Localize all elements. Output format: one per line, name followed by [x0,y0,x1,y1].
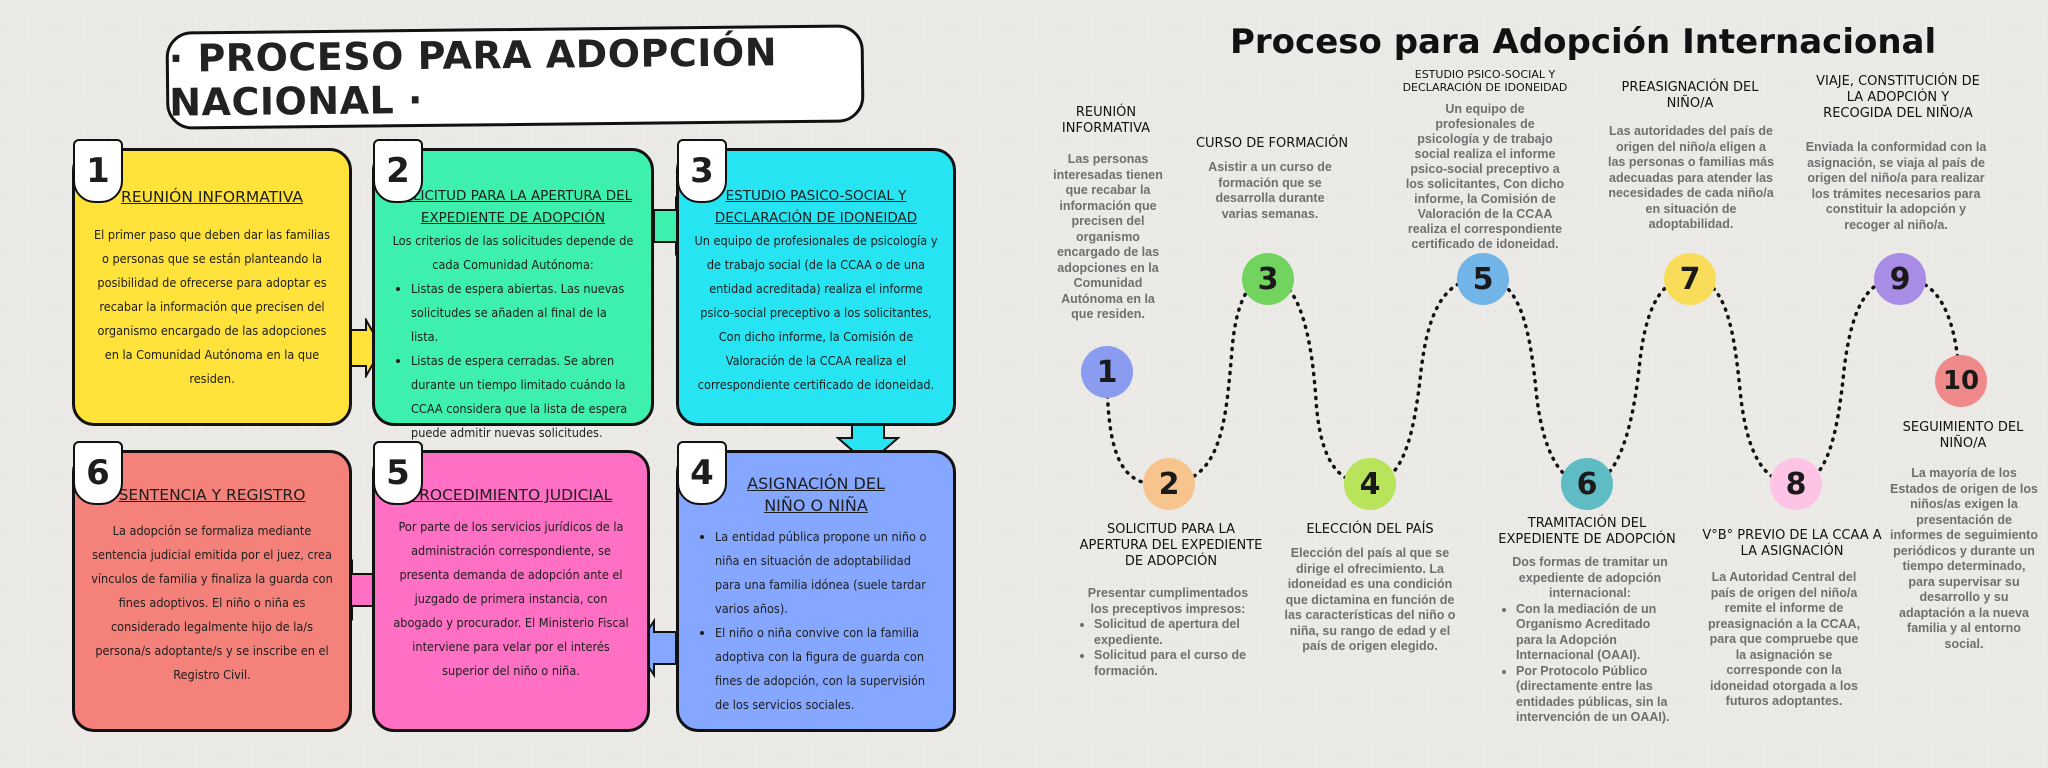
step-3-title: CURSO DE FORMACIÓN [1195,136,1349,151]
step-2-title: SOLICITUD PARA LA APERTURA DEL EXPEDIENT… [1079,522,1263,569]
step-number-badge: 1 [73,139,123,203]
step-5-text: Un equipo de profesionales de psicología… [1405,102,1565,251]
step-2-text: Presentar cumplimentados los preceptivos… [1078,586,1258,679]
card-bullets: Listas de espera abiertas. Las nuevas so… [389,277,637,445]
list-item: Solicitud para el curso de formación. [1094,648,1258,679]
step-1-title: REUNIÓN INFORMATIVA [1061,105,1151,136]
card-title: ESTUDIO PASICO-SOCIAL Y DECLARACIÓN DE I… [714,188,918,226]
national-card-6: 6 SENTENCIA Y REGISTRO La adopción se fo… [72,441,352,732]
international-title: Proceso para Adopción Internacional [1230,22,1937,62]
step-10-text: La mayoría de los Estados de origen de l… [1890,466,2038,651]
step-4-text: Elección del país al que se dirige el of… [1284,546,1456,653]
step-circle-4: 4 [1344,458,1396,510]
step-9-text: Enviada la conformidad con la asignación… [1805,140,1987,232]
card-text: Un equipo de profesionales de psicología… [694,233,938,392]
step-7-text: Las autoridades del país de origen del n… [1607,124,1775,231]
card-title: ASIGNACIÓN DEL NIÑO O NIÑA [747,474,885,515]
card-title: SOLICITUD PARA LA APERTURA DEL EXPEDIENT… [393,188,633,226]
step-8-title: V°B° PREVIO DE LA CCAA A LA ASIGNACIÓN [1702,528,1882,559]
step-5-title: ESTUDIO PSICO-SOCIAL Y DECLARACIÓN DE ID… [1402,68,1568,94]
step-6-bullets: Con la mediación de un Organismo Acredit… [1500,602,1680,726]
step-3-text: Asistir a un curso de formación que se d… [1208,160,1332,221]
national-card-1: 1 REUNIÓN INFORMATIVA El primer paso que… [72,139,352,426]
step-circle-8: 8 [1770,458,1822,510]
card-title: REUNIÓN INFORMATIVA [121,188,303,206]
step-1-text: Las personas interesadas tienen que reca… [1053,152,1163,321]
step-4-title: ELECCIÓN DEL PAÍS [1306,522,1434,537]
step-number-badge: 2 [373,139,423,203]
step-circle-7: 7 [1664,253,1716,305]
step-9-title: VIAJE, CONSTITUCIÓN DE LA ADOPCIÓN Y REC… [1816,74,1980,121]
step-circle-6: 6 [1561,458,1613,510]
step-circle-5: 5 [1457,253,1509,305]
step-circle-3: 3 [1242,253,1294,305]
step-circle-1: 1 [1081,346,1133,398]
step-circle-10: 10 [1935,355,1987,407]
step-7-title: PREASIGNACIÓN DEL NIÑO/A [1621,80,1759,111]
list-item: Solicitud de apertura del expediente. [1094,617,1258,648]
step-circle-2: 2 [1143,458,1195,510]
step-number-badge: 4 [677,441,727,505]
step-6-title: TRAMITACIÓN DEL EXPEDIENTE DE ADOPCIÓN [1498,516,1676,547]
card-text: Por parte de los servicios jurídicos de … [393,519,629,678]
list-item: La entidad pública propone un niño o niñ… [715,525,939,621]
step-number-badge: 5 [373,441,423,505]
list-item: Por Protocolo Público (directamente entr… [1516,664,1680,726]
national-card-2: 2 SOLICITUD PARA LA APERTURA DEL EXPEDIE… [372,139,654,440]
national-card-3: 3 ESTUDIO PASICO-SOCIAL Y DECLARACIÓN DE… [676,139,956,426]
step-2-intro: Presentar cumplimentados los preceptivos… [1087,586,1249,616]
list-item: Listas de espera abiertas. Las nuevas so… [411,277,637,349]
step-number-badge: 6 [73,441,123,505]
step-circle-9: 9 [1874,253,1926,305]
card-title: PROCEDIMIENTO JUDICIAL [409,486,613,504]
card-bullets: La entidad pública propone un niño o niñ… [693,525,939,717]
national-card-5: 5 PROCEDIMIENTO JUDICIAL Por parte de lo… [372,441,650,732]
card-text: Los criterios de las solicitudes depende… [392,233,634,272]
step-6-intro: Dos formas de tramitar un expediente de … [1512,555,1668,600]
national-card-4: 4 ASIGNACIÓN DEL NIÑO O NIÑA La entidad … [676,441,956,732]
step-6-text: Dos formas de tramitar un expediente de … [1500,555,1680,726]
step-10-title: SEGUIMIENTO DEL NIÑO/A [1902,420,2024,451]
list-item: Con la mediación de un Organismo Acredit… [1516,602,1680,664]
step-2-bullets: Solicitud de apertura del expediente. So… [1078,617,1258,679]
list-item: El niño o niña convive con la familia ad… [715,621,939,717]
card-title: SENTENCIA Y REGISTRO [118,486,306,504]
step-8-text: La Autoridad Central del país de origen … [1707,570,1861,708]
step-number-badge: 3 [677,139,727,203]
list-item: Listas de espera cerradas. Se abren dura… [411,349,637,445]
card-text: El primer paso que deben dar las familia… [93,227,331,386]
card-text: La adopción se formaliza mediante senten… [91,523,333,682]
